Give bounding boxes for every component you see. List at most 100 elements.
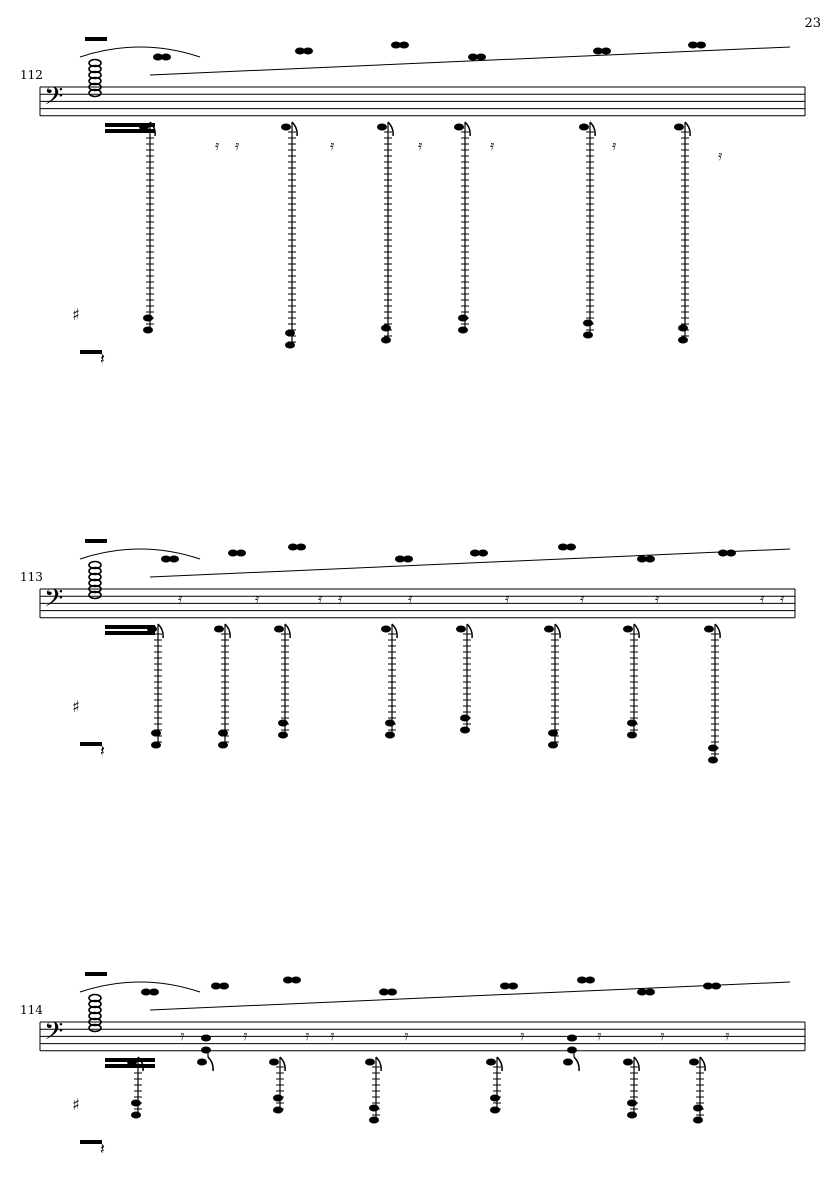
flag	[149, 121, 156, 137]
notehead	[281, 123, 291, 131]
notehead	[678, 336, 688, 344]
upper-notehead	[153, 53, 163, 61]
notehead	[486, 1058, 496, 1066]
chord-notehead	[88, 64, 102, 74]
notehead	[623, 625, 633, 633]
notehead	[458, 326, 468, 334]
upper-notehead	[403, 555, 413, 563]
flag	[279, 1056, 286, 1072]
chord-notehead	[88, 76, 102, 86]
notehead	[689, 1058, 699, 1066]
lower-rest	[80, 1140, 102, 1144]
notehead	[131, 1111, 141, 1119]
notehead	[214, 625, 224, 633]
notehead	[693, 1104, 703, 1112]
upper-notehead	[283, 976, 293, 984]
upper-notehead	[295, 47, 305, 55]
upper-notehead	[219, 982, 229, 990]
upper-notehead	[291, 976, 301, 984]
beam	[105, 129, 155, 133]
flag	[684, 121, 691, 137]
rest-icon: 𝄿	[718, 148, 723, 164]
upper-notehead	[726, 549, 736, 557]
notehead	[708, 744, 718, 752]
notehead	[693, 1116, 703, 1124]
notehead	[218, 729, 228, 737]
tie	[149, 981, 791, 1011]
notehead	[369, 1104, 379, 1112]
upper-notehead	[637, 555, 647, 563]
bass-clef-icon: 𝄢	[44, 584, 63, 619]
flag	[387, 121, 394, 137]
notehead	[460, 726, 470, 734]
notehead	[579, 123, 589, 131]
rest-icon: 𝄿	[655, 591, 660, 607]
notehead	[147, 625, 157, 633]
upper-notehead	[141, 988, 151, 996]
upper-notehead	[391, 41, 401, 49]
rest-icon: 𝄿	[760, 591, 765, 607]
rest-icon: 𝄿	[318, 591, 323, 607]
flag	[391, 623, 398, 639]
upper-notehead	[585, 976, 595, 984]
flag	[137, 1056, 144, 1072]
quarter-rest-icon: 𝄽	[100, 741, 105, 760]
upper-notehead	[508, 982, 518, 990]
slur	[79, 981, 201, 993]
notehead	[151, 741, 161, 749]
notehead	[454, 123, 464, 131]
sharp-icon: ♯	[72, 1095, 80, 1114]
notehead	[269, 1058, 279, 1066]
measure-number-112: 112	[20, 68, 43, 82]
measure-number-114: 114	[20, 1003, 43, 1017]
notehead	[151, 729, 161, 737]
measure-number-113: 113	[20, 570, 43, 584]
flag	[633, 1056, 640, 1072]
rest-icon: 𝄿	[404, 1028, 409, 1044]
notehead	[563, 1058, 573, 1066]
flag	[714, 623, 721, 639]
lower-rest	[80, 742, 102, 746]
notehead	[273, 1094, 283, 1102]
ledger-rest	[85, 37, 107, 41]
notehead	[674, 123, 684, 131]
rest-icon: 𝄿	[418, 138, 423, 154]
lower-rest	[80, 350, 102, 354]
notehead	[131, 1099, 141, 1107]
upper-notehead	[566, 543, 576, 551]
flag	[573, 1056, 580, 1072]
bass-clef-icon: 𝄢	[44, 82, 63, 117]
upper-notehead	[711, 982, 721, 990]
chord-notehead	[88, 584, 102, 594]
rest-icon: 𝄿	[338, 591, 343, 607]
notehead	[365, 1058, 375, 1066]
notehead	[456, 625, 466, 633]
notehead	[285, 329, 295, 337]
upper-notehead	[236, 549, 246, 557]
chord-notehead	[88, 58, 102, 68]
upper-notehead	[601, 47, 611, 55]
notehead	[567, 1034, 577, 1042]
flag	[207, 1056, 214, 1072]
chord-notehead	[88, 560, 102, 570]
bass-clef-icon: 𝄢	[44, 1017, 63, 1052]
notehead	[127, 1058, 137, 1066]
notehead	[548, 741, 558, 749]
notehead	[201, 1046, 211, 1054]
chord-notehead	[88, 993, 102, 1003]
rest-icon: 𝄿	[490, 138, 495, 154]
notehead	[143, 314, 153, 322]
notehead	[139, 123, 149, 131]
rest-icon: 𝄿	[612, 138, 617, 154]
upper-notehead	[296, 543, 306, 551]
rest-icon: 𝄿	[215, 138, 220, 154]
upper-notehead	[500, 982, 510, 990]
notehead	[278, 731, 288, 739]
ledger-rest	[85, 972, 107, 976]
upper-notehead	[288, 543, 298, 551]
chord-notehead	[88, 578, 102, 588]
chord-notehead	[88, 1017, 102, 1027]
rest-icon: 𝄿	[597, 1028, 602, 1044]
notehead	[623, 1058, 633, 1066]
